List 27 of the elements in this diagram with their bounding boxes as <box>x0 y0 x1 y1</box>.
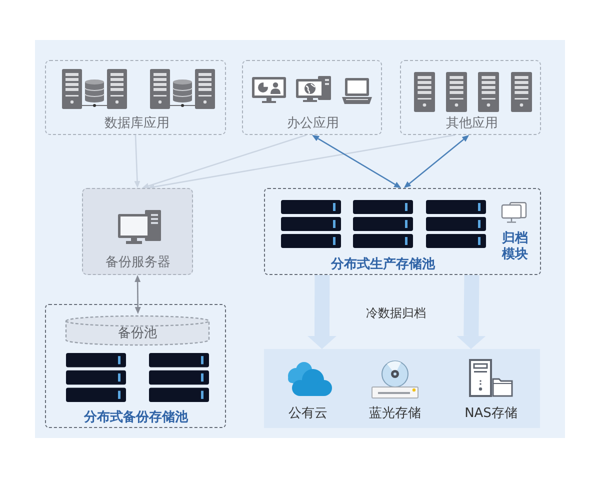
arrow <box>148 134 456 190</box>
module-label: 归档模块 <box>501 231 529 263</box>
storage-panel <box>264 349 540 428</box>
server-box <box>82 188 193 275</box>
dashed-group <box>242 60 382 135</box>
group-label: 数据库应用 <box>104 116 170 132</box>
group-label: 其他应用 <box>446 116 498 132</box>
box-label: 备份服务器 <box>106 255 170 271</box>
arrow <box>142 134 307 189</box>
storage-cylinder: 备份池 <box>65 315 210 346</box>
block-arrow <box>308 274 336 349</box>
pool-label: 分布式生产存储池 <box>331 257 435 273</box>
storage-label: NAS存储 <box>464 406 518 422</box>
dashed-group <box>264 188 541 275</box>
storage-label: 蓝光存储 <box>369 406 421 422</box>
arrow <box>134 275 141 314</box>
dashed-group <box>45 304 226 428</box>
pool-label: 分布式备份存储池 <box>84 410 188 426</box>
arrow <box>134 134 140 188</box>
storage-label: 公有云 <box>288 406 328 422</box>
arrow-caption: 冷数据归档 <box>366 305 426 321</box>
arrow <box>404 135 470 188</box>
dashed-group <box>400 60 541 135</box>
dashed-group <box>45 60 226 135</box>
group-label: 办公应用 <box>287 116 339 132</box>
arrow <box>312 135 402 188</box>
block-arrow <box>456 274 486 349</box>
